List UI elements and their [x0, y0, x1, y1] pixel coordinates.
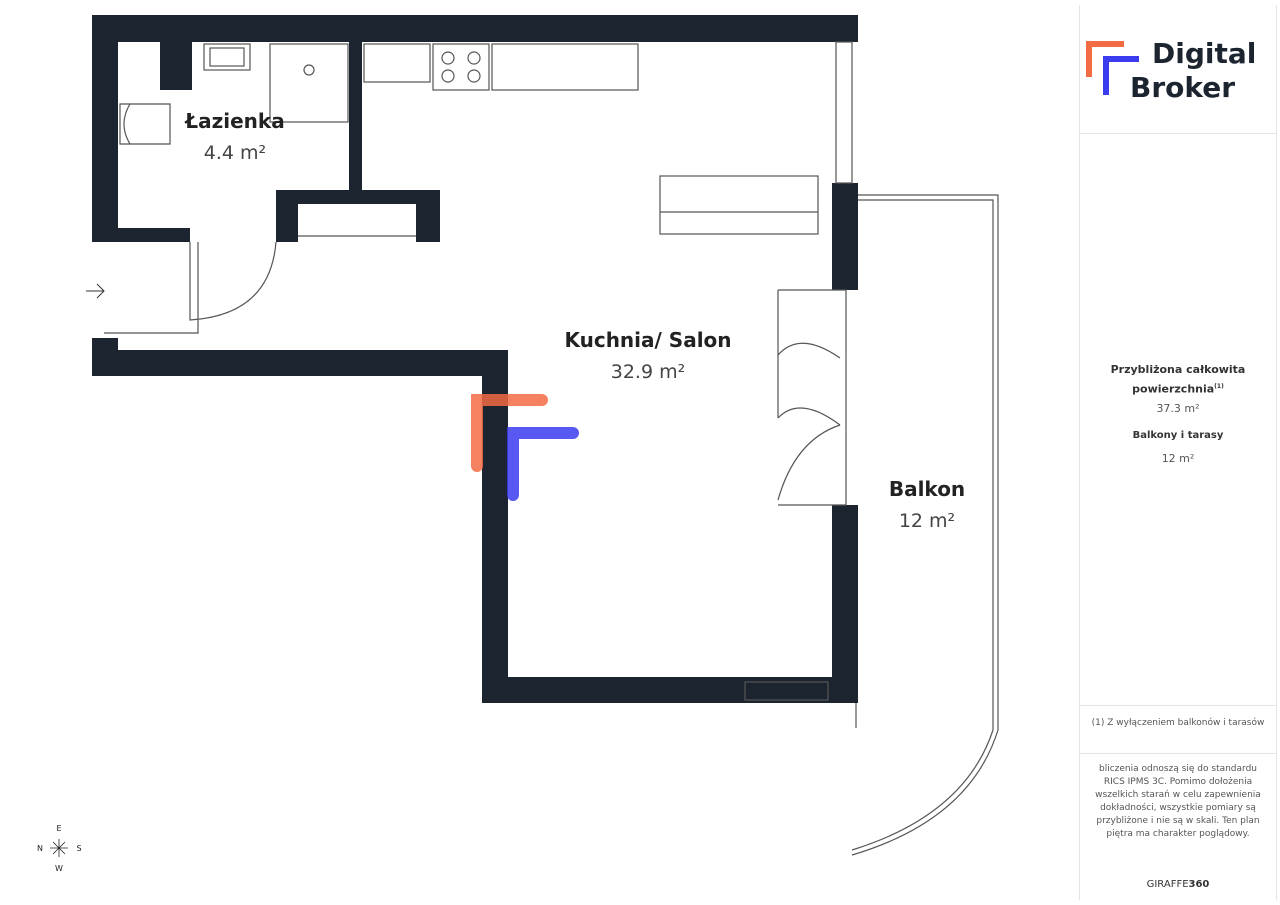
giraffe360-brand: GIRAFFE360 [1146, 879, 1210, 890]
compass-w: W [55, 864, 63, 873]
footnote: (1) Z wyłączeniem balkonów i tarasów [1091, 718, 1265, 728]
balcony-label: Balkony i tarasy [1132, 430, 1224, 441]
logo-mark-icon [1086, 41, 1139, 95]
compass-e: E [56, 824, 61, 833]
walls [92, 15, 858, 703]
room-name-kuchnia-salon: Kuchnia/ Salon [564, 328, 731, 352]
room-name-lazienka: Łazienka [184, 109, 284, 133]
digital-broker-logo: Digital Broker [1084, 33, 1274, 109]
floor-plan: Łazienka 4.4 m² Kuchnia/ Salon 32.9 m² B… [37, 15, 999, 873]
compass: E W N S [37, 824, 82, 873]
compass-n: N [37, 844, 43, 853]
logo-watermark [471, 394, 579, 501]
info-panel: Digital Broker Przybliżona całkowita pow… [1079, 5, 1277, 900]
room-area-balkon: 12 m² [899, 510, 955, 532]
room-name-balkon: Balkon [889, 477, 965, 501]
balcony-value: 12 m² [1161, 452, 1195, 465]
logo-text-1: Digital [1152, 37, 1257, 70]
room-area-lazienka: 4.4 m² [204, 142, 266, 164]
entrance-arrow-icon [86, 283, 105, 299]
compass-s: S [76, 844, 81, 853]
total-area-value: 37.3 m² [1156, 402, 1200, 415]
total-area-label: Przybliżona całkowita powierzchnia(1) [1110, 363, 1246, 396]
disclaimer: bliczenia odnoszą się do standardu RICS … [1095, 764, 1261, 839]
fixtures [104, 41, 999, 856]
room-area-kuchnia-salon: 32.9 m² [611, 361, 685, 383]
logo-text-2: Broker [1130, 71, 1236, 104]
